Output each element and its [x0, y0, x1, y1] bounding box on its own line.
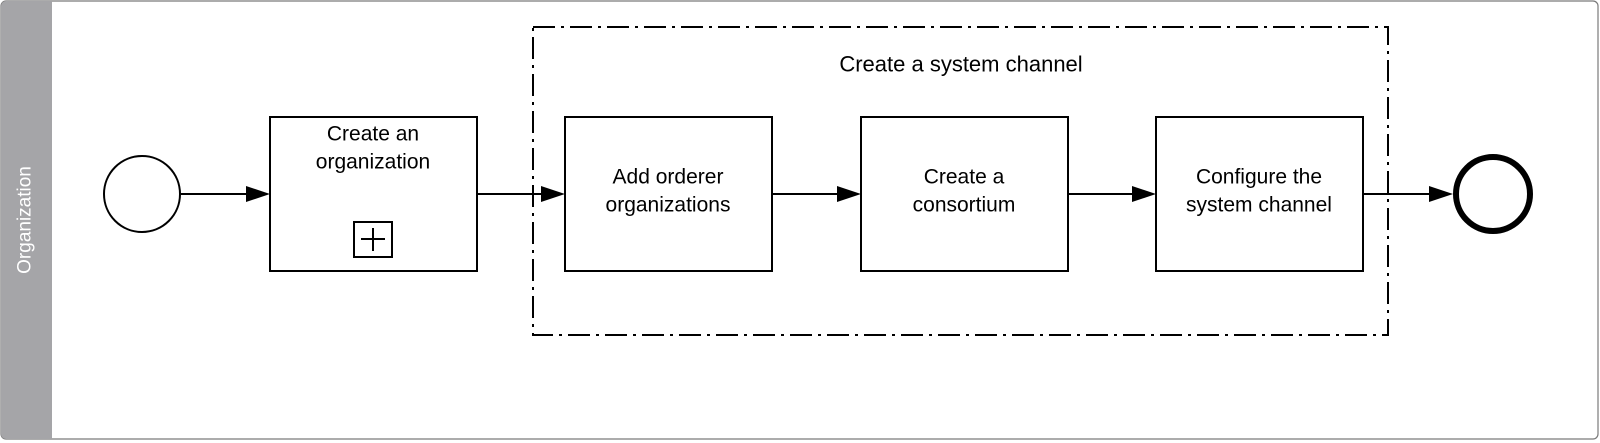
lane-header [1, 1, 52, 439]
task-box[interactable] [564, 116, 773, 272]
start-event[interactable] [103, 155, 181, 233]
task-add-orderer-organizations[interactable]: Add orderer organizations [564, 116, 773, 272]
task-label-line: Create an [327, 123, 419, 146]
arrow-head [1132, 186, 1156, 202]
arrow-head [246, 186, 270, 202]
arrow-head [1429, 186, 1453, 202]
task-label-line: Create a [924, 166, 1005, 189]
task-label-line: Add orderer [613, 166, 724, 189]
task-label-line: system channel [1186, 194, 1332, 217]
end-event[interactable] [1453, 154, 1533, 234]
task-box[interactable] [860, 116, 1069, 272]
task-label-line: organizations [606, 194, 731, 217]
task-label-line: organization [316, 151, 430, 174]
lane-label: Organization [15, 166, 36, 274]
sequence-flows [181, 186, 1453, 202]
task-create-consortium[interactable]: Create a consortium [860, 116, 1069, 272]
arrow-head [541, 186, 565, 202]
arrow-head [837, 186, 861, 202]
task-configure-system-channel[interactable]: Configure the system channel [1155, 116, 1364, 272]
task-create-organization[interactable]: Create an organization [269, 116, 478, 272]
group-box [532, 26, 1389, 336]
group-label: Create a system channel [839, 52, 1082, 77]
collapsed-subprocess-icon[interactable] [353, 221, 393, 258]
task-box[interactable] [1155, 116, 1364, 272]
task-label-line: Configure the [1196, 166, 1322, 189]
task-label-line: consortium [913, 194, 1016, 217]
